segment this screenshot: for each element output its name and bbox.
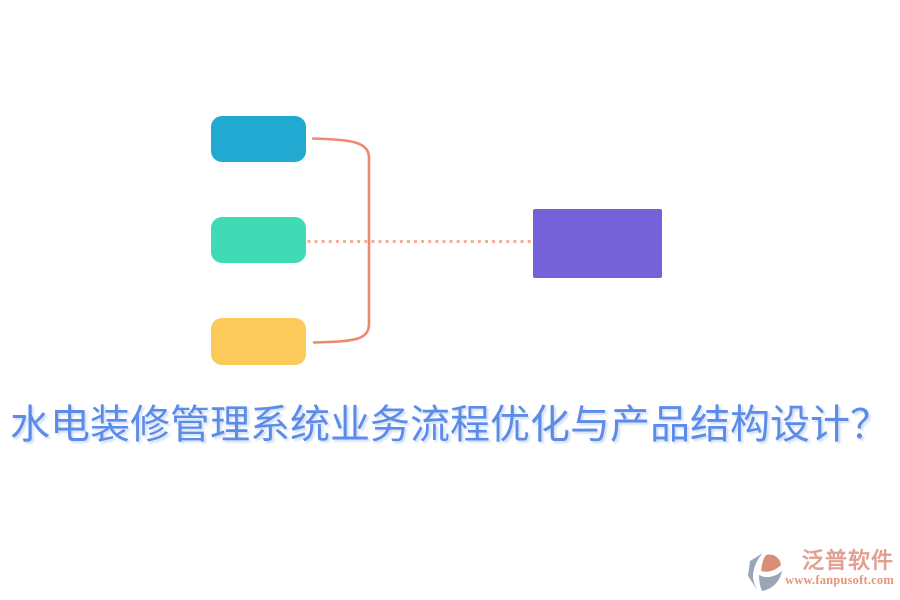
node-right-purple — [533, 209, 662, 278]
brace-connector-line — [311, 137, 371, 344]
watermark: 泛普软件 www.fanpusoft.com — [746, 550, 894, 592]
page-title: 水电装修管理系统业务流程优化与产品结构设计？ — [10, 402, 890, 447]
watermark-brand: 泛普软件 — [801, 548, 894, 573]
watermark-url: www.fanpusoft.com — [785, 573, 894, 587]
node-top-blue — [211, 116, 306, 162]
logo-top-petal — [761, 554, 782, 572]
logo-bottom-swoosh — [759, 571, 783, 591]
node-middle-green — [211, 217, 306, 263]
logo-left-wedge — [748, 553, 764, 591]
fanpu-logo-icon — [748, 553, 783, 591]
node-bottom-yellow — [211, 318, 306, 365]
watermark-text: 泛普软件 www.fanpusoft.com — [785, 550, 894, 587]
